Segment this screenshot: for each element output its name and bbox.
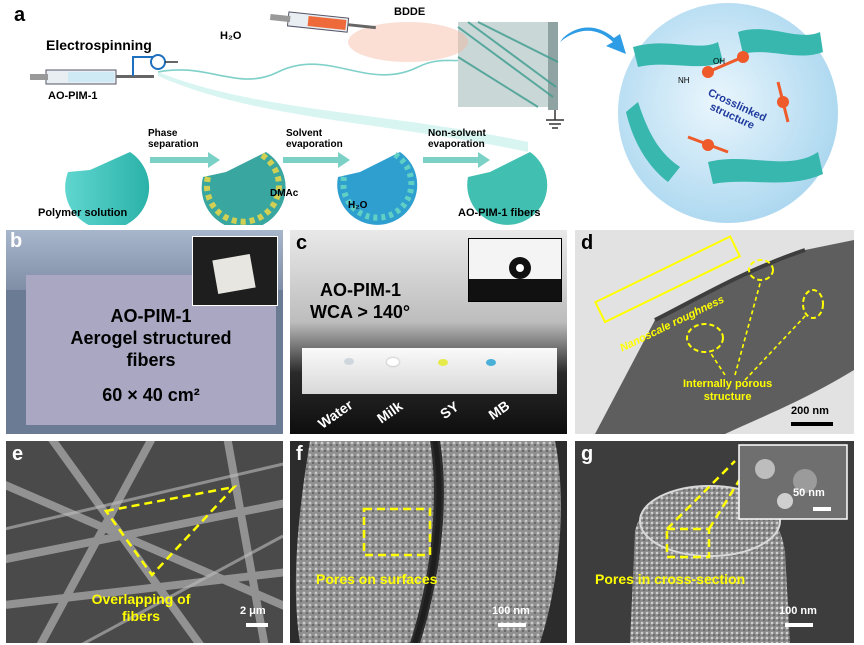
wedge-phase <box>201 152 286 225</box>
process-arrow-1 <box>150 152 220 168</box>
h2o-top-label: H₂O <box>220 30 242 42</box>
syringe-left <box>30 54 178 85</box>
e-scale-bar <box>246 623 268 627</box>
g-scale: 100 nm <box>779 605 817 617</box>
wedge-fibers <box>467 152 548 225</box>
g-inset-scale: 50 nm <box>793 487 825 499</box>
g-inset-scale-bar <box>813 507 831 511</box>
panel-e-sem <box>6 441 283 643</box>
fiber-left <box>295 441 434 643</box>
e-scale: 2 μm <box>240 605 266 617</box>
panel-g-label: g <box>581 443 594 465</box>
pore-circle-3 <box>802 289 824 319</box>
panel-a-illustration <box>30 3 838 225</box>
b-line1: AO-PIM-1 <box>110 306 192 326</box>
oh-label: OH <box>713 57 725 66</box>
f-scale: 100 nm <box>492 605 530 617</box>
d-scale-bar <box>791 422 833 426</box>
dmac-label: DMAc <box>270 188 299 199</box>
process-arrow-2 <box>283 152 350 168</box>
b-size: 60 × 40 cm² <box>102 385 200 405</box>
b-line2: Aerogel structured <box>70 328 232 348</box>
panel-a: a Electrospinning H₂O BDDE AO-PIM-1 Phas… <box>8 2 854 225</box>
wedge-polymer <box>65 152 150 225</box>
g-caption: Pores in cross-section <box>595 571 746 587</box>
to-sphere-arrow <box>560 27 626 54</box>
spin-cone <box>158 72 528 152</box>
process-arrow-3 <box>423 152 490 168</box>
panel-g: g 50 nm Pores in cross-section 100 nm <box>575 441 854 643</box>
e-caption: Overlapping of fibers <box>91 591 191 624</box>
panel-f: f Pores on surfaces 100 nm <box>290 441 567 643</box>
panel-a-label: a <box>14 4 26 26</box>
phase-separation-label: Phase separation <box>148 128 199 150</box>
c-line1: AO-PIM-1 <box>320 280 401 300</box>
wca-inset <box>468 238 562 302</box>
panel-c-label: c <box>296 232 308 254</box>
spin-jet <box>157 59 464 80</box>
c-drop-label-mb: MB <box>485 397 513 423</box>
h2o-bottom-label: H₂O <box>348 200 368 211</box>
panel-e: e Overlapping of fibers 2 μm <box>6 441 283 643</box>
pore-circle-1 <box>686 323 724 353</box>
fiber-body <box>595 240 854 434</box>
f-caption: Pores on surfaces <box>316 571 438 587</box>
panel-b-label: b <box>10 230 23 252</box>
solvent-evaporation-label: Solvent evaporation <box>286 128 343 150</box>
g-inset <box>738 444 848 520</box>
d-scale: 200 nm <box>791 405 829 417</box>
panel-f-sem <box>295 441 561 643</box>
panel-d-label: d <box>581 232 594 254</box>
panel-e-label: e <box>12 443 24 465</box>
polymer-solution-label: Polymer solution <box>38 207 128 219</box>
f-scale-bar <box>498 623 526 627</box>
inset-sample <box>212 253 256 295</box>
g-scale-bar <box>785 623 813 627</box>
ao-pim-syringe-label: AO-PIM-1 <box>48 90 98 102</box>
bdde-label: BDDE <box>394 6 426 18</box>
c-line2: WCA > 140° <box>310 302 411 322</box>
inset-photo <box>192 236 278 306</box>
non-solvent-evaporation-label: Non-solvent evaporation <box>428 128 486 150</box>
panel-f-label: f <box>296 443 303 465</box>
d-porous: Internally porous structure <box>683 378 773 403</box>
overlap-triangle <box>103 485 238 577</box>
f-region-box <box>362 507 432 557</box>
drop-sy <box>438 359 448 366</box>
roughness-box <box>594 235 742 324</box>
panel-c: c AO-PIM-1 WCA > 140° Water Milk SY MB <box>290 230 567 434</box>
panel-d-tem <box>594 235 854 434</box>
electrospinning-label: Electrospinning <box>46 37 152 53</box>
fiber-right <box>420 441 561 643</box>
drop-water <box>344 358 354 365</box>
b-line3: fibers <box>126 350 176 370</box>
fibers-label: AO-PIM-1 fibers <box>458 207 541 219</box>
droplet-glint <box>516 264 524 272</box>
drop-milk <box>387 358 399 366</box>
drop-mb <box>486 359 496 366</box>
panel-b: b AO-PIM-1 Aerogel structured fibers 60 … <box>6 230 283 434</box>
wedge-solvent <box>337 152 418 225</box>
c-drop-label-water: Water <box>314 396 356 432</box>
c-drop-label-sy: SY <box>437 398 462 422</box>
panel-d: d Nanoscale roughness Internally porous … <box>575 230 854 434</box>
fabric-block <box>302 348 557 394</box>
g-region-box <box>665 527 711 559</box>
nh-label: NH <box>678 76 690 85</box>
syringe-top <box>269 11 376 33</box>
panel-g-sem <box>630 444 848 643</box>
c-drop-label-milk: Milk <box>373 397 406 427</box>
substrate-line <box>469 279 561 301</box>
